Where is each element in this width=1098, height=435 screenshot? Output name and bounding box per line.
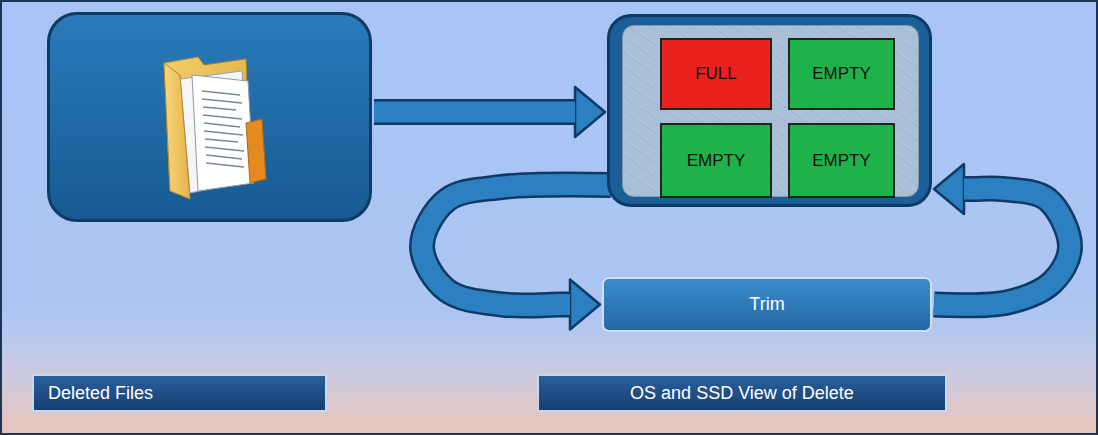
block-arrow bbox=[374, 87, 605, 137]
folder-icon bbox=[150, 53, 280, 203]
empty-block-label: EMPTY bbox=[812, 151, 871, 171]
process-box-label: Trim bbox=[749, 294, 784, 315]
full-block-label: FULL bbox=[695, 64, 737, 84]
empty-block: EMPTY bbox=[788, 38, 895, 110]
caption-bar: Deleted Files bbox=[32, 374, 327, 412]
caption-bar-label: Deleted Files bbox=[48, 383, 153, 404]
empty-block-label: EMPTY bbox=[812, 64, 871, 84]
process-box: Trim bbox=[602, 277, 932, 332]
arrow-head bbox=[934, 164, 964, 214]
arrow-head bbox=[575, 87, 605, 137]
arrow-outline bbox=[374, 99, 575, 125]
ssd-box: FULL EMPTY EMPTY EMPTY bbox=[607, 14, 932, 207]
empty-block-label: EMPTY bbox=[687, 151, 746, 171]
block-arrow bbox=[934, 164, 1070, 305]
caption-bar: OS and SSD View of Delete bbox=[537, 374, 947, 412]
arrow-body bbox=[934, 188, 1070, 305]
arrow-body bbox=[374, 102, 575, 123]
caption-bar-label: OS and SSD View of Delete bbox=[630, 383, 854, 404]
empty-block: EMPTY bbox=[660, 123, 772, 198]
arrow-outline bbox=[422, 185, 611, 306]
arrow-body bbox=[422, 185, 611, 306]
full-block: FULL bbox=[660, 38, 772, 110]
arrow-head bbox=[570, 280, 600, 330]
folder-panel bbox=[47, 12, 372, 222]
empty-block: EMPTY bbox=[788, 123, 895, 198]
block-arrow bbox=[422, 185, 611, 330]
